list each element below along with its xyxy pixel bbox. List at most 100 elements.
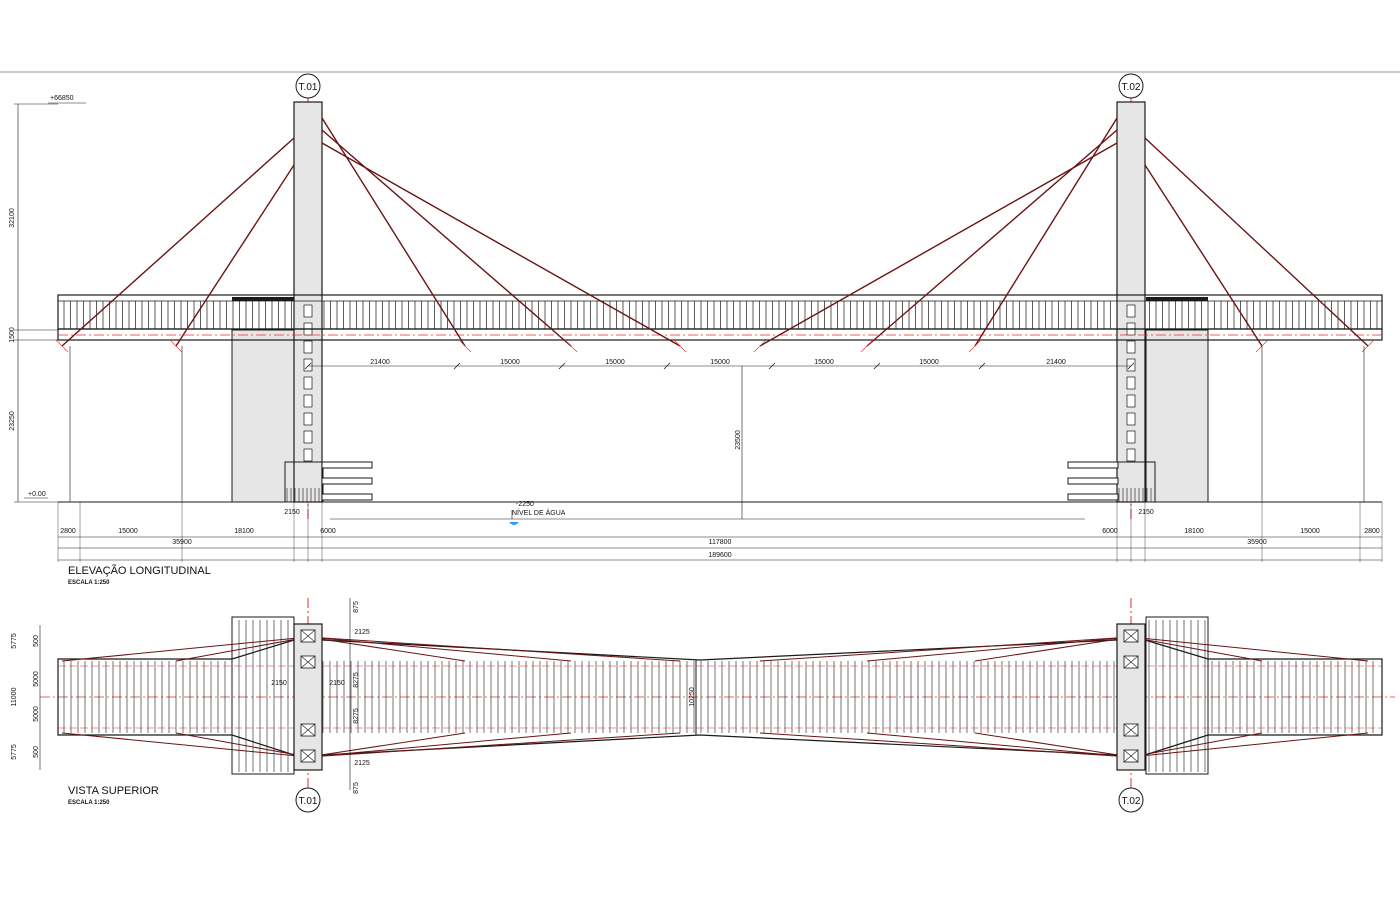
plan-cable bbox=[866, 732, 1132, 758]
bdim-l2: 15000 bbox=[118, 528, 138, 535]
tower-opening bbox=[1126, 304, 1136, 318]
stay-cable bbox=[321, 129, 572, 347]
approach-dim-left: 35900 bbox=[172, 539, 192, 546]
plan-deck-hatch bbox=[63, 620, 1374, 772]
bdim-l1: 2800 bbox=[60, 528, 76, 535]
tower-openings bbox=[303, 304, 1136, 462]
plan-dim-5000-top: 5000 bbox=[33, 671, 40, 687]
plan-dim-500-bottom: 500 bbox=[33, 746, 40, 758]
water-symbol bbox=[509, 522, 519, 525]
tower-opening bbox=[303, 358, 313, 372]
tower-opening bbox=[303, 394, 313, 408]
total-length-dim: 189600 bbox=[708, 552, 731, 559]
stay-cable bbox=[759, 142, 1118, 347]
plan-cable bbox=[307, 732, 681, 758]
box-cross bbox=[300, 749, 316, 763]
tower-label-t2: T.02 bbox=[1122, 82, 1141, 93]
span-dim-2: 15000 bbox=[500, 359, 520, 366]
bdim-r3: 15000 bbox=[1300, 528, 1320, 535]
anchor-mark bbox=[458, 339, 472, 353]
plan-cable bbox=[1130, 636, 1369, 662]
span-dim-3: 15000 bbox=[605, 359, 625, 366]
stay-cable bbox=[61, 137, 295, 347]
plan-dim-5000-bottom: 5000 bbox=[33, 706, 40, 722]
plan-cables bbox=[61, 636, 1369, 758]
level-ground: +0.00 bbox=[28, 491, 46, 498]
plan-cable bbox=[307, 636, 681, 662]
stay-cable bbox=[974, 117, 1118, 347]
tower-opening bbox=[1126, 394, 1136, 408]
span-dim-5: 15000 bbox=[814, 359, 834, 366]
plan-title: VISTA SUPERIOR bbox=[68, 785, 159, 797]
clearance-dim: 23500 bbox=[735, 430, 742, 450]
tower-tag-t1 bbox=[295, 73, 321, 99]
box-cross bbox=[1123, 749, 1139, 763]
plan-cable bbox=[307, 636, 466, 662]
plan-dim-11000: 11000 bbox=[11, 687, 18, 706]
dim-tick bbox=[873, 362, 881, 370]
tower-width-left: 2150 bbox=[284, 509, 300, 516]
box-cross bbox=[300, 723, 316, 737]
deck-cap-right bbox=[1146, 297, 1208, 301]
plan-cable bbox=[61, 732, 309, 758]
plan-cable bbox=[1130, 636, 1263, 662]
plan-tower-t1 bbox=[293, 623, 323, 771]
plan-cable bbox=[175, 732, 309, 758]
plan-cable bbox=[307, 732, 572, 758]
anchor-mark bbox=[860, 339, 874, 353]
water-level-label: NÍVEL DE ÁGUA bbox=[512, 508, 566, 517]
vdim-23250: 23250 bbox=[9, 411, 16, 431]
stay-cable bbox=[1144, 164, 1263, 347]
tower-opening bbox=[1126, 430, 1136, 444]
plan-tower-t2 bbox=[1116, 623, 1146, 771]
bdim-r1: 6000 bbox=[1102, 528, 1118, 535]
box-cross bbox=[1123, 629, 1139, 643]
approach-dim-right: 35900 bbox=[1247, 539, 1267, 546]
elevation-title: ELEVAÇÃO LONGITUDINAL bbox=[68, 564, 211, 577]
plan-cable bbox=[61, 636, 309, 662]
plan-cable bbox=[759, 732, 1132, 758]
dim-tick bbox=[558, 362, 566, 370]
dim-tick bbox=[304, 362, 312, 370]
elevation-view: -2250 NÍVEL DE ÁGUA 23500 21400 15000 15… bbox=[9, 73, 1383, 586]
box-cross bbox=[300, 629, 316, 643]
tower-opening bbox=[303, 340, 313, 354]
plan-view: 5775 500 5000 11000 5000 500 5775 875 21… bbox=[11, 598, 1395, 813]
stay-cable bbox=[321, 142, 681, 347]
deck-cap-left bbox=[232, 297, 294, 301]
plan-platform-right bbox=[1145, 616, 1209, 775]
plan-dim-5775-bottom: 5775 bbox=[11, 744, 18, 760]
span-dim-7: 21400 bbox=[1046, 359, 1066, 366]
plan-tower-label-t2: T.02 bbox=[1122, 796, 1141, 807]
plan-cable bbox=[307, 636, 572, 662]
plan-dim-2150-left: 2150 bbox=[271, 680, 287, 687]
tower-opening bbox=[303, 304, 313, 318]
plan-cable bbox=[1130, 732, 1263, 758]
bdim-l3: 18100 bbox=[234, 528, 254, 535]
elevation-scale: ESCALA 1:250 bbox=[68, 580, 110, 586]
bdim-r4: 2800 bbox=[1364, 528, 1380, 535]
plan-dim-500-top: 500 bbox=[33, 635, 40, 647]
tower-width-right: 2150 bbox=[1138, 509, 1154, 516]
plan-tower-tag-t2 bbox=[1118, 787, 1144, 813]
anchor-mark bbox=[673, 339, 687, 353]
deck-girder bbox=[57, 328, 1383, 341]
tower-opening bbox=[1126, 448, 1136, 462]
plan-cable bbox=[866, 636, 1132, 662]
plan-cable bbox=[974, 636, 1132, 662]
support-lines bbox=[69, 346, 1365, 502]
plan-dim-8275-top: 8275 bbox=[353, 672, 360, 688]
plan-cable bbox=[759, 636, 1132, 662]
vdim-1500: 1500 bbox=[9, 327, 16, 343]
span-dim-1: 21400 bbox=[370, 359, 390, 366]
plan-deck-outline bbox=[57, 639, 1383, 756]
plan-center-dim: 10250 bbox=[689, 687, 696, 707]
span-dim-6: 15000 bbox=[919, 359, 939, 366]
bdim-l4: 6000 bbox=[320, 528, 336, 535]
plan-cable bbox=[307, 732, 466, 758]
tower-opening bbox=[303, 448, 313, 462]
water-level-value: -2250 bbox=[516, 501, 534, 508]
vdim-32100: 32100 bbox=[9, 208, 16, 228]
dim-tick bbox=[1127, 362, 1135, 370]
